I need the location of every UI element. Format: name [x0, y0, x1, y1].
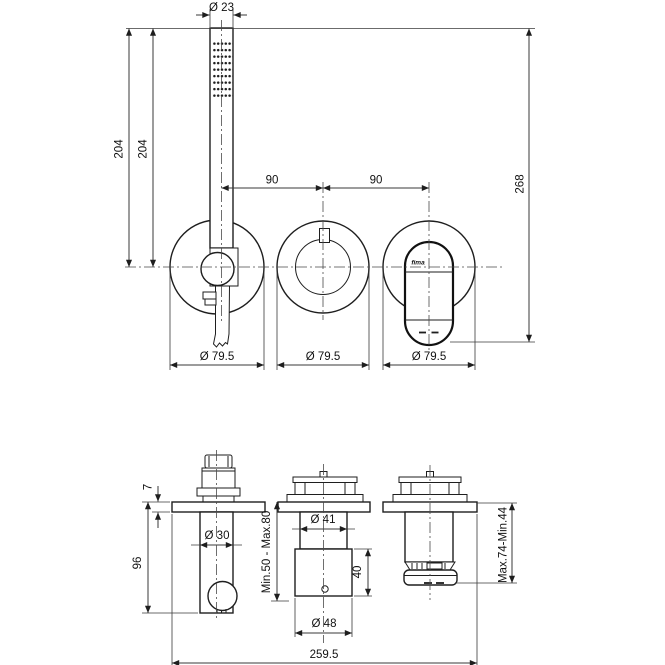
- holder-base-neck: [202, 495, 235, 503]
- valve-cap-block: [294, 482, 356, 495]
- dim-label-plate-diameter-2: Ø 79.5: [306, 351, 341, 363]
- valve-base-band: [286, 494, 364, 503]
- dim-label-valve-body-diameter: Ø 48: [312, 618, 337, 630]
- wall-flange-1: [171, 501, 266, 513]
- hose-clip: [202, 291, 217, 300]
- centerlines: [125, 20, 502, 643]
- dim-label-plate-diameter-3: Ø 79.5: [412, 351, 447, 363]
- dim-label-spacing-left: 90: [266, 175, 279, 187]
- dim-label-rough-in-range: Min.50 - Max.80: [261, 511, 273, 593]
- dim-label-overall-width: 259.5: [310, 649, 339, 661]
- holder-inwall-knob: [207, 580, 238, 612]
- mixer-handle-cap: [403, 569, 458, 586]
- wall-flange-2: [277, 501, 371, 513]
- dimensions-bottom: 96 7 Ø 30 Min.50 - Max.80 Ø 41 40 Ø 48 M…: [132, 484, 517, 665]
- dim-label-height-204-outer: 204: [114, 139, 126, 159]
- holder-base-ring: [196, 487, 241, 497]
- valve-screw-hole: [321, 585, 329, 593]
- holder-ball: [200, 251, 235, 287]
- dimensions-top: Ø 23 204 204 90 90 268 Ø 79.5 Ø 79.5 Ø 7…: [114, 2, 535, 370]
- dim-label-total-height: 268: [515, 174, 527, 193]
- valve-cap-bar: [292, 476, 358, 483]
- dim-label-valve-body-height: 40: [352, 566, 364, 579]
- mixer-cartridge-body: [404, 511, 454, 563]
- dim-label-flange-thickness: 7: [143, 484, 155, 490]
- dim-label-height-204-inner: 204: [138, 139, 150, 159]
- dim-label-valve-upper-diameter: Ø 41: [311, 514, 336, 526]
- dim-label-plate-diameter-1: Ø 79.5: [200, 351, 235, 363]
- dim-label-spacing-right: 90: [370, 175, 383, 187]
- valve-index-tab: [319, 228, 330, 243]
- shower-hose: [212, 285, 231, 348]
- spray-nozzle-grid: [212, 42, 233, 100]
- dim-label-handshower-diameter: Ø 23: [209, 2, 234, 14]
- dim-label-holder-diameter: Ø 30: [205, 530, 230, 542]
- dim-label-projection-range: Max.74-Min.44: [498, 506, 510, 583]
- brand-logo: fima: [411, 260, 425, 267]
- hose-clip-lower: [204, 298, 217, 306]
- dim-label-inwall-depth: 96: [132, 557, 144, 570]
- taper-key: [426, 562, 443, 570]
